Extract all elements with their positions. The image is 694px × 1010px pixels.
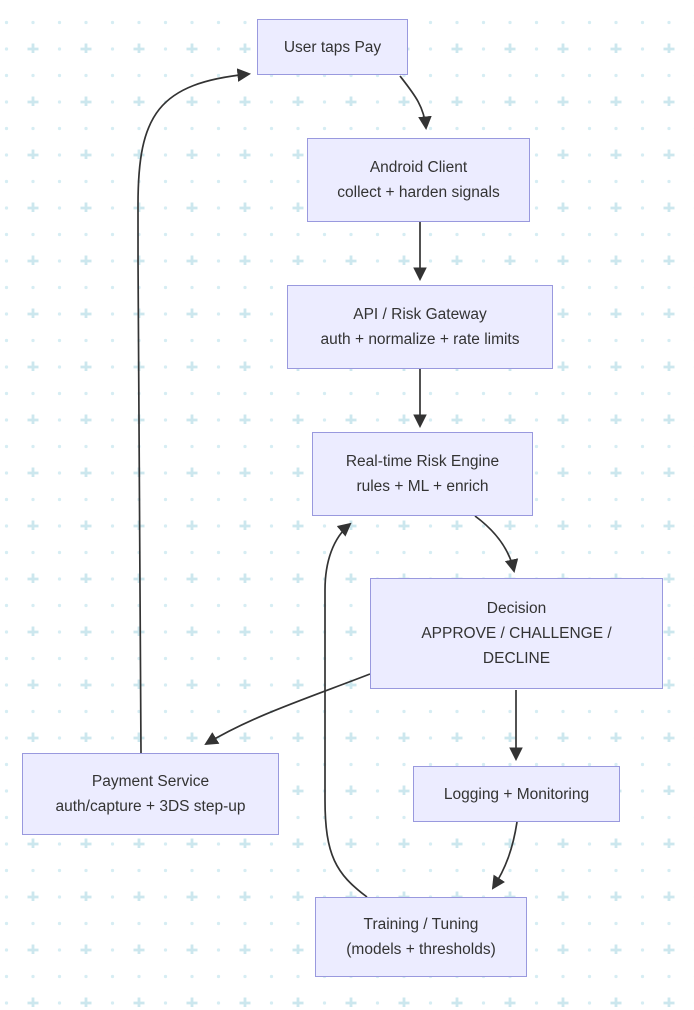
node-label-line: Decision (486, 600, 547, 617)
node-label-line: Android Client (369, 159, 468, 176)
node-label-line: APPROVE / CHALLENGE / (421, 625, 612, 642)
edge-training-to-risk (324, 522, 368, 898)
node-label-line: Real-time Risk Engine (345, 453, 500, 470)
node-label-line: collect + harden signals (337, 184, 500, 201)
node-training-tuning: Training / Tuning (models + thresholds) (315, 897, 527, 977)
node-label-line: Logging + Monitoring (443, 785, 590, 803)
node-api-risk-gateway: API / Risk Gateway auth + normalize + ra… (287, 285, 553, 369)
node-label-line: User taps Pay (283, 38, 382, 56)
edge-decision-to-payment (204, 673, 371, 746)
node-logging-monitoring: Logging + Monitoring (413, 766, 620, 822)
edge-risk-to-decision (474, 515, 519, 573)
node-realtime-risk-engine: Real-time Risk Engine rules + ML + enric… (312, 432, 533, 516)
node-label-line: auth + normalize + rate limits (320, 331, 520, 348)
node-label-line: Payment Service (91, 773, 210, 790)
node-label-line: DECLINE (482, 650, 551, 667)
node-decision: Decision APPROVE / CHALLENGE / DECLINE (370, 578, 663, 689)
node-label-line: Training / Tuning (363, 916, 479, 933)
node-label-line: auth/capture + 3DS step-up (55, 798, 246, 815)
node-label-line: (models + thresholds) (346, 941, 496, 958)
node-label-line: API / Risk Gateway (353, 306, 487, 323)
edge-user-to-android (399, 75, 432, 131)
edge-logging-to-training (491, 821, 518, 890)
node-android-client: Android Client collect + harden signals (307, 138, 530, 222)
node-user-taps-pay: User taps Pay (257, 19, 408, 75)
node-payment-service: Payment Service auth/capture + 3DS step-… (22, 753, 279, 835)
edge-payment-to-user (137, 68, 252, 754)
node-label-line: rules + ML + enrich (356, 478, 489, 495)
